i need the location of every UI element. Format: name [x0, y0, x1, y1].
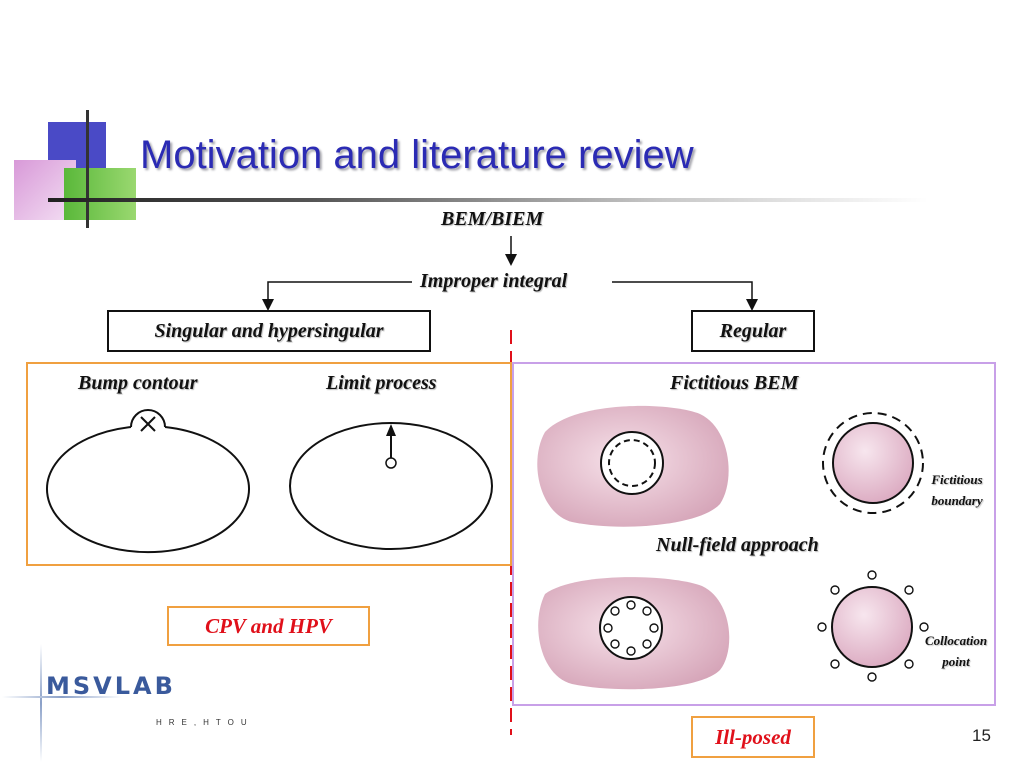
left-panel-frame: [26, 362, 512, 566]
arrow-to-regular: [612, 281, 758, 311]
limit-process-label: Limit process: [326, 372, 437, 394]
singular-label: Singular and hypersingular: [154, 319, 384, 342]
fictitious-boundary-note: Fictitious boundary: [918, 469, 996, 511]
regular-box: Regular: [691, 310, 815, 352]
collocation-note-line2: point: [942, 654, 970, 669]
collocation-note-line1: Collocation: [924, 633, 988, 648]
cpv-hpv-label: CPV and HPV: [205, 613, 332, 638]
decor-corner: [0, 100, 140, 230]
arrow-to-singular: [262, 281, 412, 311]
msvlab-logo: MSVLAB HRE,HTOU: [0, 640, 260, 768]
fictitious-note-line2: boundary: [931, 493, 983, 508]
bump-contour-label: Bump contour: [78, 372, 198, 394]
fictitious-boundary-diagram: [822, 412, 924, 514]
collocation-points-diagram: [817, 570, 929, 682]
slide-title: Motivation and literature review: [140, 133, 694, 177]
root-label: BEM/BIEM: [441, 208, 544, 230]
bump-contour-diagram: [46, 409, 250, 554]
logo-subtitle: HRE,HTOU: [156, 718, 254, 727]
collocation-point-note: Collocation point: [916, 630, 996, 672]
ill-posed-box: Ill-posed: [691, 716, 815, 758]
singular-box: Singular and hypersingular: [107, 310, 431, 352]
page-number: 15: [972, 726, 991, 745]
logo-horizontal-line: [2, 696, 122, 698]
title-underline: [48, 198, 928, 202]
decor-vertical-line: [86, 110, 89, 228]
decor-green-square: [64, 168, 136, 220]
cpv-hpv-box: CPV and HPV: [167, 606, 370, 646]
fictitious-note-line1: Fictitious: [931, 472, 983, 487]
fictitious-domain-diagram: [537, 405, 729, 527]
null-field-label: Null-field approach: [656, 534, 819, 556]
regular-label: Regular: [719, 319, 787, 342]
right-panel-frame: [512, 362, 996, 706]
limit-process-diagram: [289, 422, 493, 550]
fictitious-bem-label: Fictitious BEM: [670, 372, 799, 394]
ill-posed-label: Ill-posed: [715, 724, 791, 749]
improper-integral-label: Improper integral: [414, 270, 574, 293]
logo-name: MSVLAB: [46, 672, 176, 700]
null-field-domain-diagram: [538, 577, 730, 690]
logo-vertical-line: [40, 644, 42, 762]
